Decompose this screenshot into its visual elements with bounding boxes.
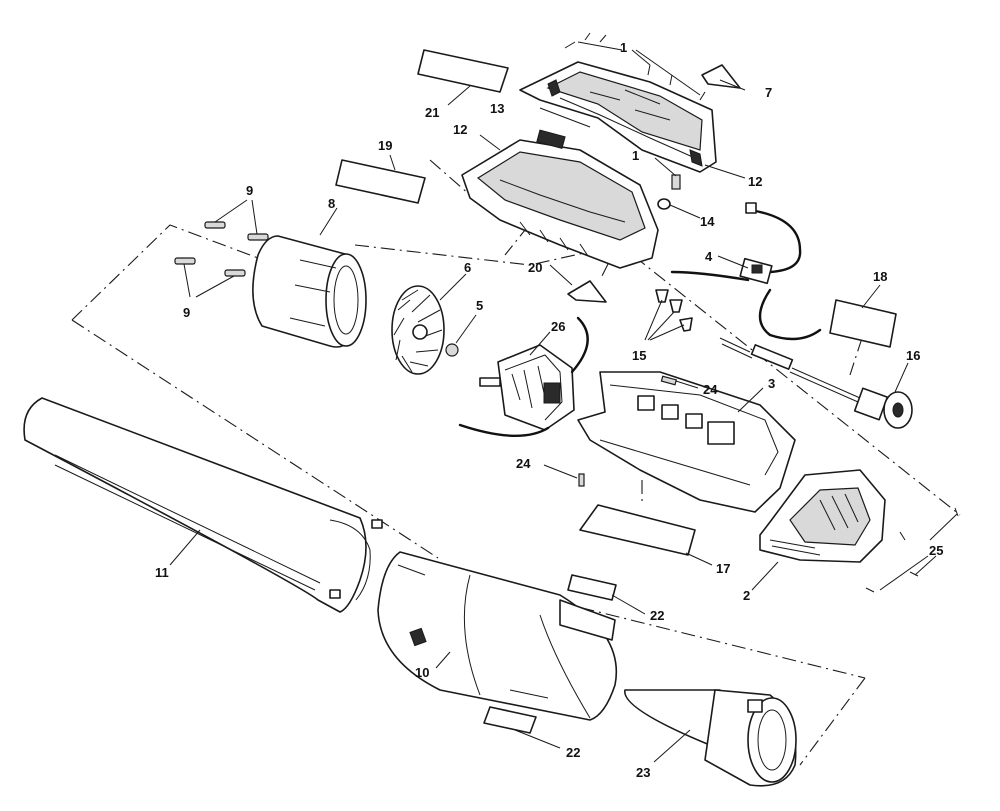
callout-7: 7 [765, 85, 772, 100]
label-21 [417, 49, 509, 93]
leader-lines [169, 41, 958, 763]
fan-housing-8 [252, 235, 367, 348]
label-18 [829, 299, 897, 348]
callout-19: 19 [378, 138, 392, 153]
label-17 [579, 504, 696, 556]
callout-5: 5 [476, 298, 483, 313]
callout-12-top: 12 [748, 174, 762, 189]
callout-8: 8 [328, 196, 335, 211]
callout-24-lower: 24 [516, 456, 531, 471]
callout-13: 13 [490, 101, 504, 116]
blower-tube-10 [377, 551, 617, 721]
motor-26 [458, 316, 589, 437]
power-cord-16 [719, 337, 913, 429]
callout-1-top: 1 [620, 40, 627, 55]
callout-9-top: 9 [246, 183, 253, 198]
callout-14: 14 [700, 214, 715, 229]
callout-24-upper: 24 [703, 382, 718, 397]
callout-4: 4 [705, 249, 713, 264]
callout-16: 16 [906, 348, 920, 363]
handle-housing-lower [461, 129, 671, 269]
callout-9-bottom: 9 [183, 305, 190, 320]
label-22-lower [483, 706, 537, 734]
label-19 [335, 159, 426, 204]
callout-23: 23 [636, 765, 650, 780]
callout-26: 26 [551, 319, 565, 334]
callout-2: 2 [743, 588, 750, 603]
fan-impeller-6 [391, 285, 445, 375]
nozzle-23 [624, 689, 797, 787]
callout-1-mid: 1 [632, 148, 639, 163]
screw-24-upper [660, 375, 678, 386]
nut-5 [445, 343, 459, 357]
screw-24-lower [578, 473, 585, 487]
end-cap-2 [759, 469, 886, 563]
callout-18: 18 [873, 269, 887, 284]
part-20-label [567, 280, 607, 303]
callout-12-left: 12 [453, 122, 467, 137]
battery-housing-3 [577, 371, 796, 513]
label-22-upper [567, 574, 617, 601]
screws-1 [564, 32, 706, 190]
blower-tube-upper-11 [23, 397, 383, 613]
callout-22-upper: 22 [650, 608, 664, 623]
screws-9 [174, 221, 269, 277]
callout-11: 11 [155, 565, 169, 580]
handle-housing-upper [519, 61, 717, 173]
callout-21: 21 [425, 105, 439, 120]
terminals-15 [655, 289, 693, 332]
callouts: 1 1 2 3 4 5 6 7 8 9 9 10 11 12 12 13 14 … [155, 40, 943, 780]
callout-15: 15 [632, 348, 646, 363]
callout-10: 10 [415, 665, 429, 680]
part-7-label [701, 64, 741, 89]
callout-6: 6 [464, 260, 471, 275]
switch-4 [670, 202, 822, 341]
callout-3: 3 [768, 376, 775, 391]
callout-20: 20 [528, 260, 542, 275]
callout-17: 17 [716, 561, 730, 576]
callout-25: 25 [929, 543, 943, 558]
callout-22-lower: 22 [566, 745, 580, 760]
pins-25 [865, 507, 959, 593]
